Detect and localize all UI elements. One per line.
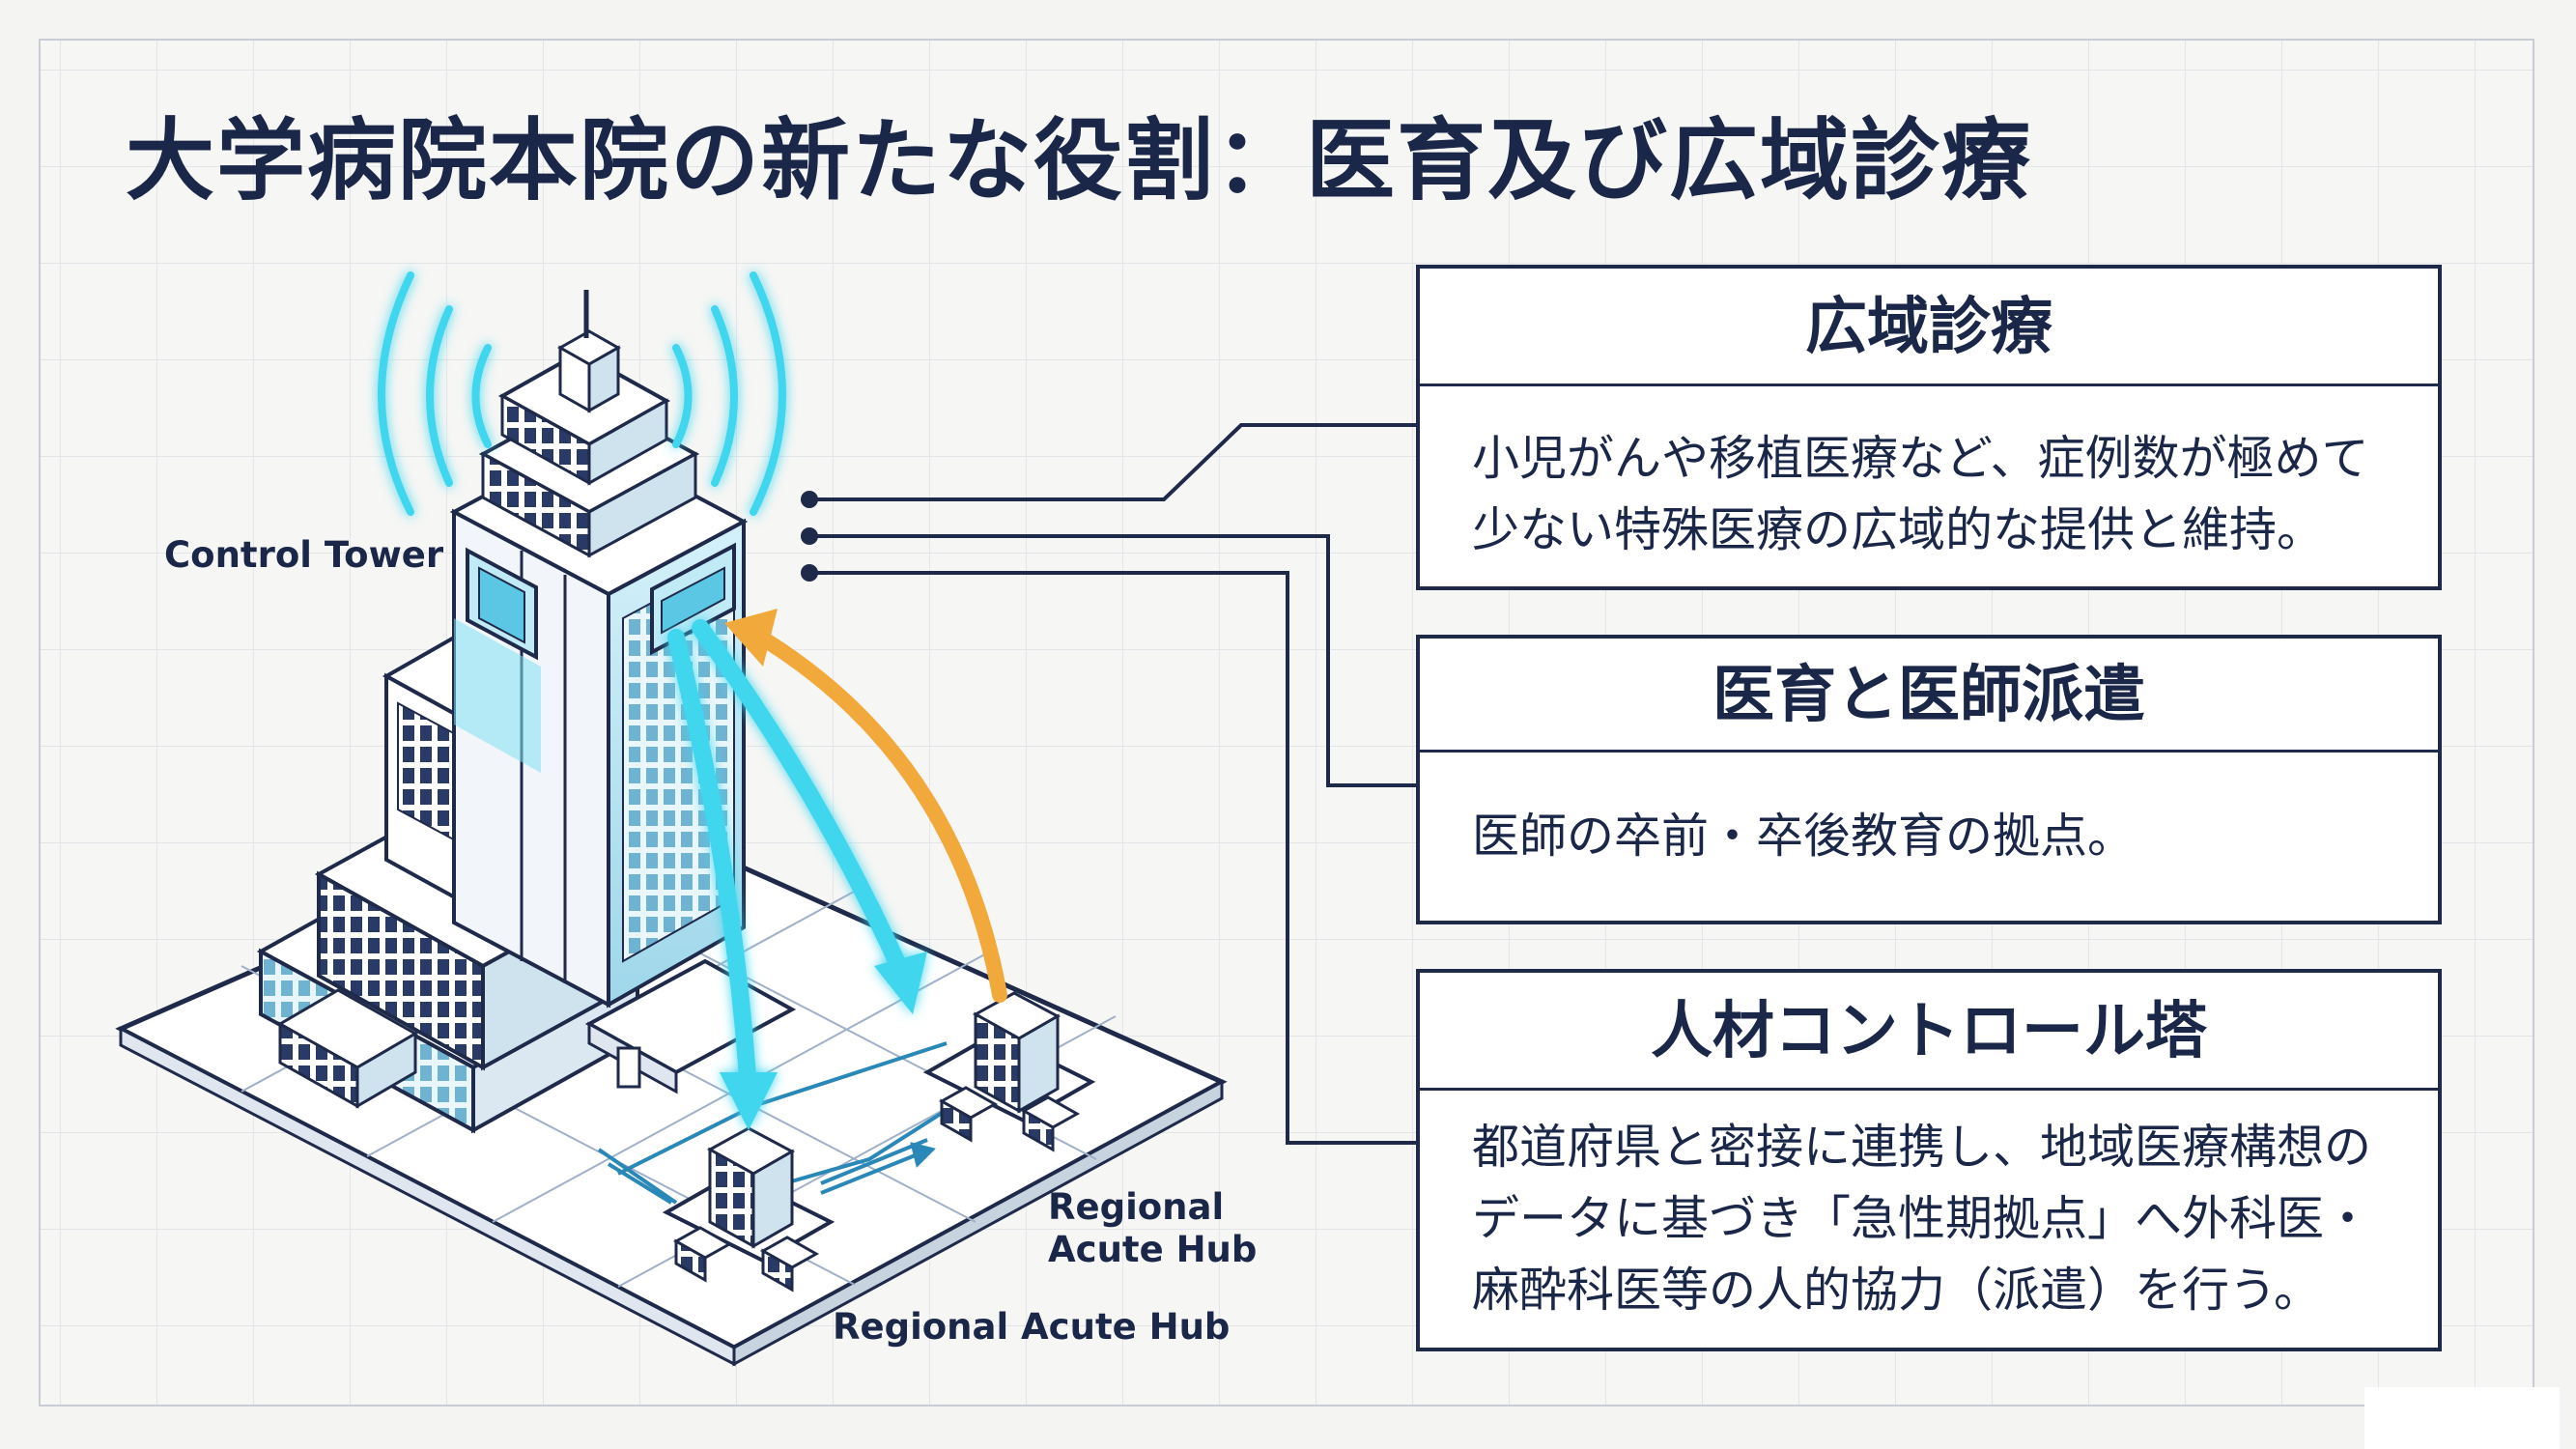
- regional-hub-bottom: [662, 1126, 835, 1293]
- card-talent-control-tower-heading: 人材コントロール塔: [1420, 973, 2438, 1091]
- label-regional-hub-right: Regional Acute Hub: [1048, 1186, 1257, 1271]
- card-talent-control-tower-line: データに基づき「急性期拠点」へ外科医・: [1472, 1191, 2372, 1246]
- card-wide-area-care: 広域診療 小児がんや移植医療など、症例数が極めて 少ない特殊医療の広域的な提供と…: [1416, 265, 2442, 590]
- page-title: 大学病院本院の新たな役割：医育及び広域診療: [126, 109, 2033, 213]
- label-regional-hub-bottom: Regional Acute Hub: [833, 1306, 1231, 1348]
- return-arrow: [724, 609, 1007, 1003]
- card-medical-education-line: 医師の卒前・卒後教育の拠点。: [1472, 809, 2136, 864]
- card-talent-control-tower-line: 麻酔科医等の人的協力（派遣）を行う。: [1472, 1263, 2322, 1318]
- card-medical-education-heading: 医育と医師派遣: [1420, 639, 2438, 753]
- card-talent-control-tower-body: 都道府県と密接に連携し、地域医療構想の データに基づき「急性期拠点」へ外科医・ …: [1420, 1091, 2438, 1326]
- label-control-tower: Control Tower: [164, 534, 444, 576]
- label-regional-hub-right-line1: Regional: [1048, 1186, 1225, 1228]
- card-wide-area-care-line: 小児がんや移植医療など、症例数が極めて: [1472, 431, 2369, 486]
- card-medical-education: 医育と医師派遣 医師の卒前・卒後教育の拠点。: [1416, 635, 2442, 924]
- corner-blank: [2364, 1387, 2560, 1449]
- card-wide-area-care-heading: 広域診療: [1420, 269, 2438, 386]
- card-wide-area-care-body: 小児がんや移植医療など、症例数が極めて 少ない特殊医療の広域的な提供と維持。: [1420, 386, 2438, 566]
- dispatch-arrows: [667, 619, 927, 1130]
- connector-lines: [811, 423, 1416, 1145]
- regional-hub-right: [922, 991, 1096, 1152]
- card-talent-control-tower: 人材コントロール塔 都道府県と密接に連携し、地域医療構想の データに基づき「急性…: [1416, 969, 2442, 1351]
- card-wide-area-care-line: 少ない特殊医療の広域的な提供と維持。: [1472, 502, 2325, 557]
- label-regional-hub-right-line2: Acute Hub: [1048, 1229, 1258, 1270]
- connector-dots: [801, 491, 818, 582]
- card-talent-control-tower-line: 都道府県と密接に連携し、地域医療構想の: [1472, 1120, 2372, 1175]
- card-medical-education-body: 医師の卒前・卒後教育の拠点。: [1420, 753, 2438, 872]
- hub-link-arrows: [607, 1142, 936, 1205]
- signal-waves: [378, 271, 786, 516]
- control-tower-building: [449, 290, 749, 1009]
